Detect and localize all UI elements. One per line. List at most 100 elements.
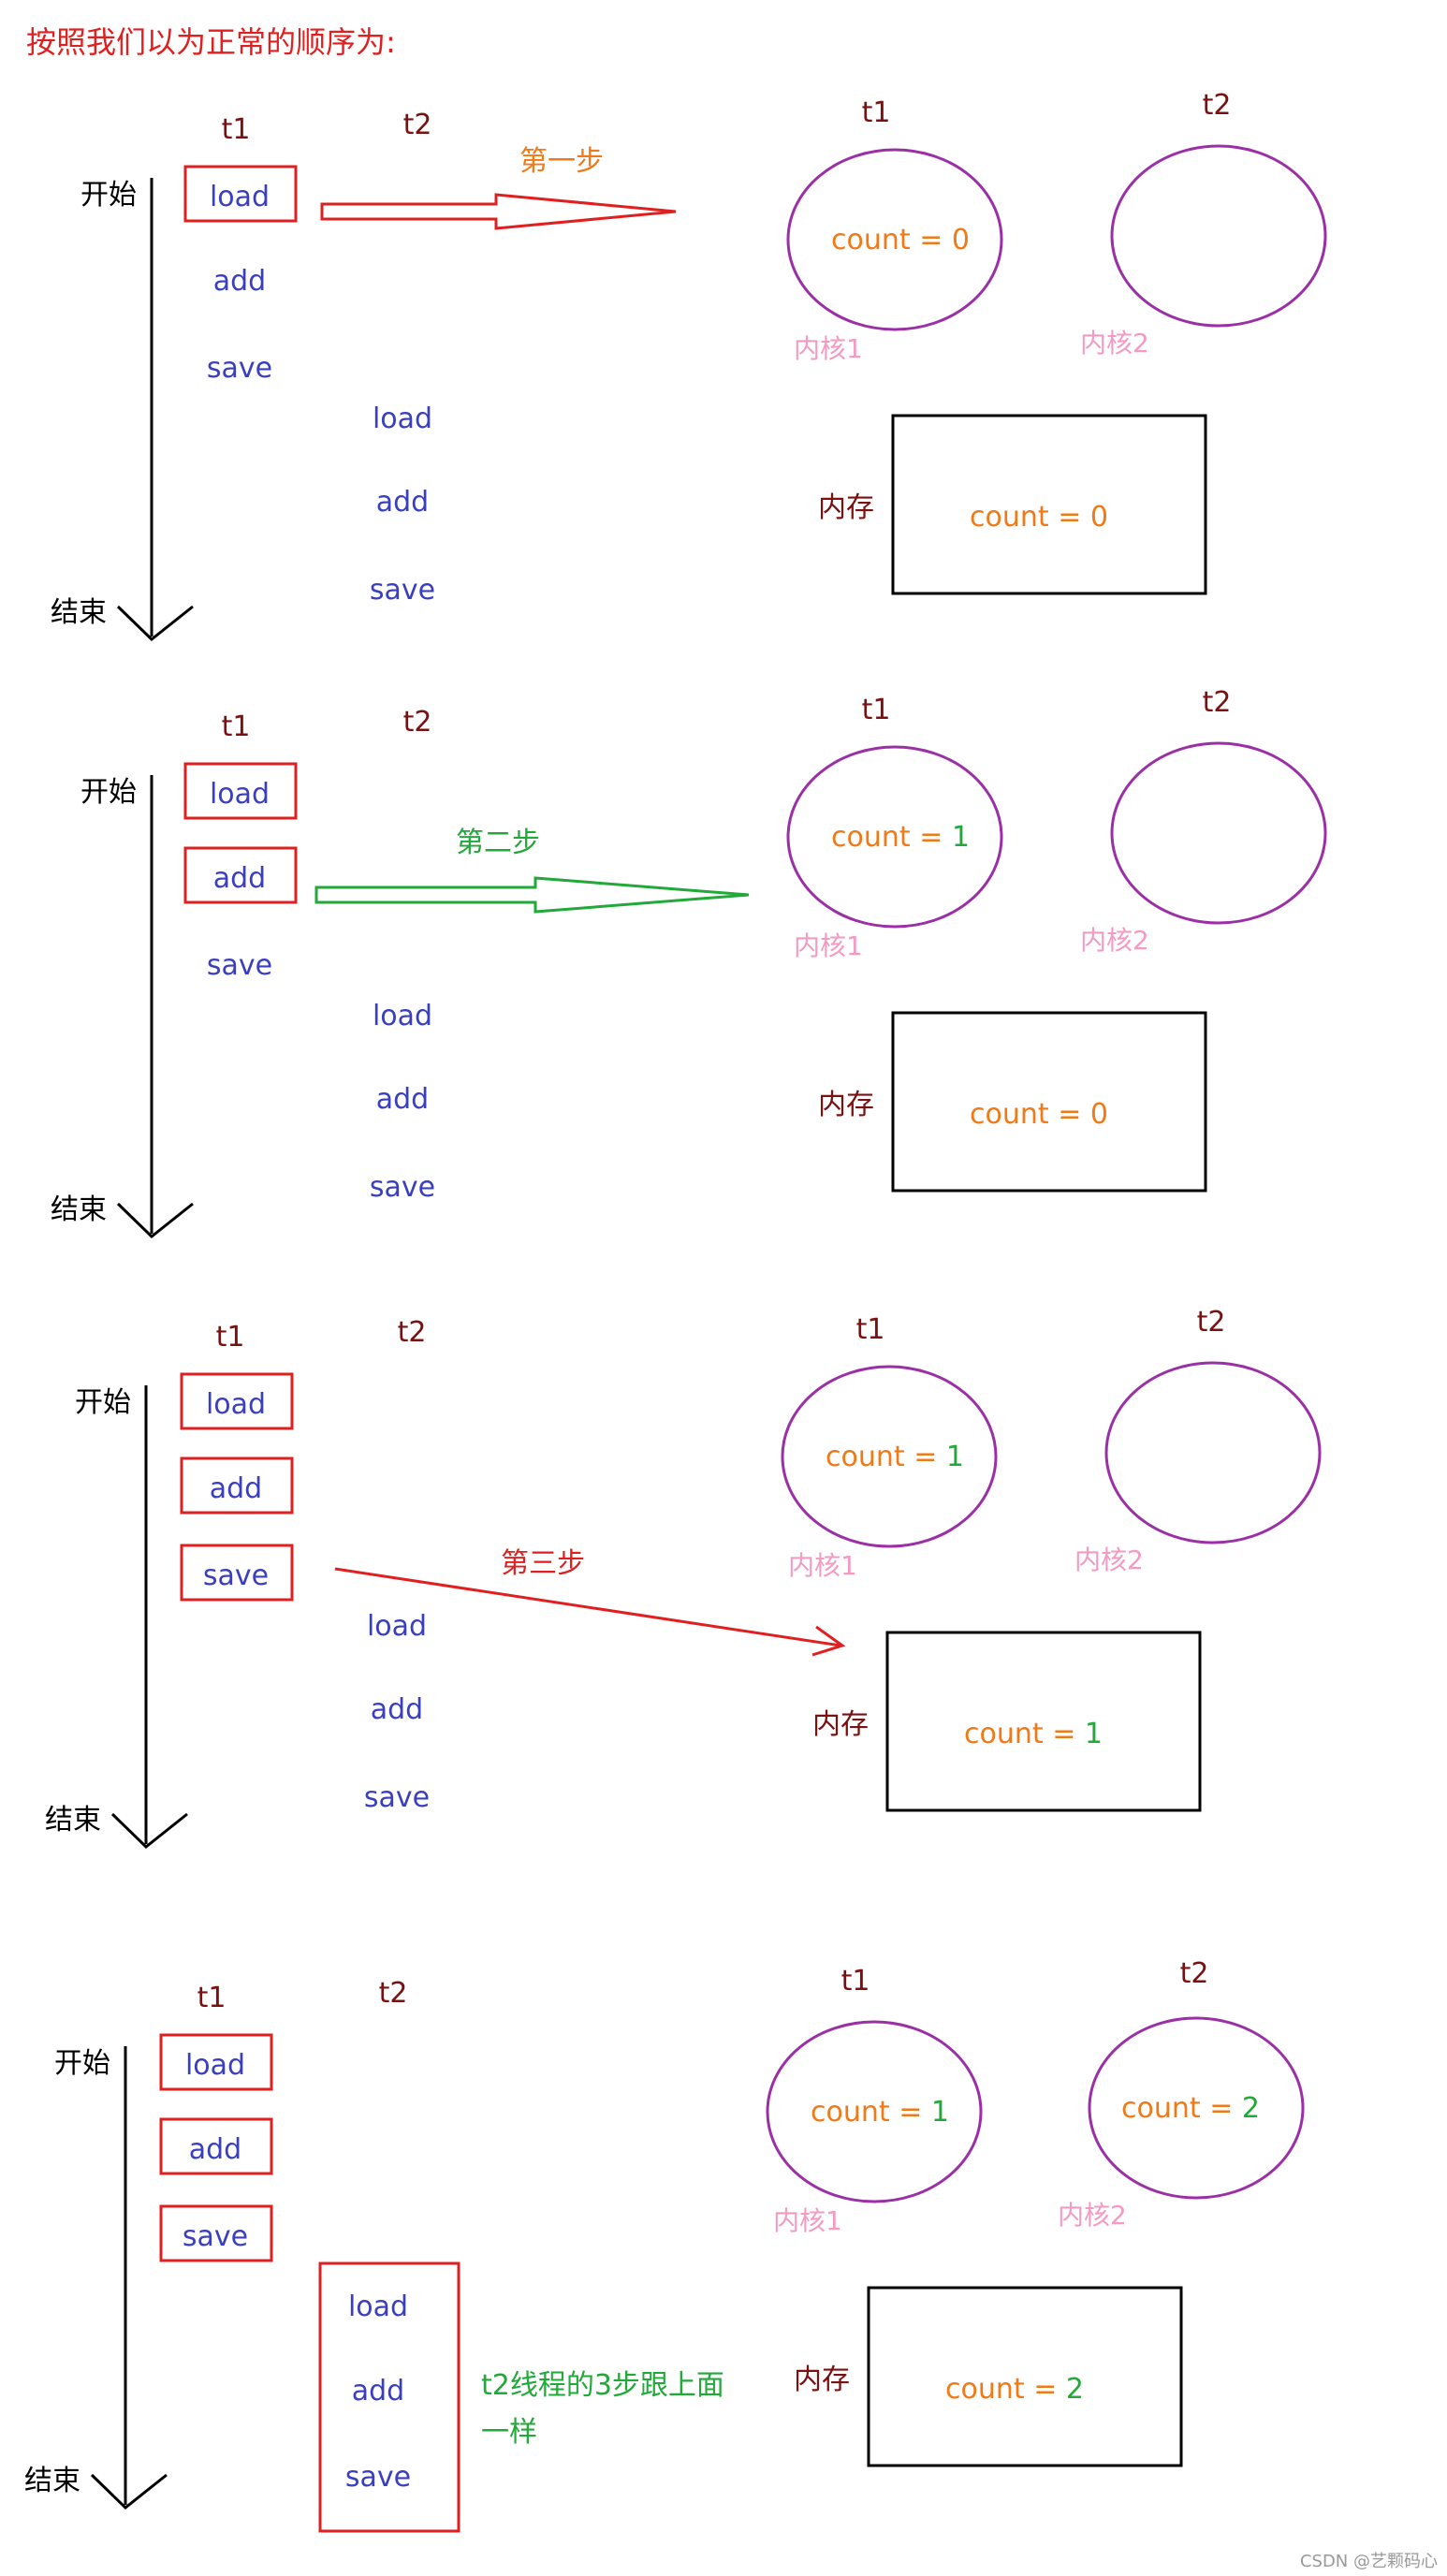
step-label: 第一步 [519,145,604,178]
t2-column-label: t2 [403,706,432,739]
t2-op-load: load [373,402,432,435]
t2-op-load: load [348,2291,408,2323]
t1-op-box-add [183,846,298,904]
t2-op-save: save [370,1171,435,1204]
core2-thread-label: t2 [1197,1306,1226,1339]
start-label: 开始 [75,1386,131,1419]
core2-circle [1110,144,1327,328]
end-label: 结束 [51,596,107,629]
memory-box [891,414,1207,595]
t2-op-add: add [371,1693,423,1726]
t1-op-save: save [203,1559,269,1592]
t1-op-add: add [210,1472,262,1505]
memory-box [885,1631,1202,1812]
step-arrowhead [811,1625,846,1657]
memory-box [891,1011,1207,1193]
memory-count: count = 0 [970,501,1108,534]
timeline-arrowhead [116,605,194,641]
t2-op-add: add [376,1083,429,1116]
core1-label: 内核1 [794,333,863,364]
t2-op-add: add [352,2375,404,2408]
t1-op-box-save [159,2204,273,2262]
note-line-1: t2线程的3步跟上面 [481,2369,724,2402]
t1-op-box-load [159,2033,273,2091]
core1-label: 内核1 [773,2205,842,2236]
core1-thread-label: t1 [862,96,891,129]
t1-op-box-add [159,2117,273,2175]
t2-op-load: load [367,1610,427,1643]
end-label: 结束 [45,1804,101,1837]
t1-column-label: t1 [222,113,251,146]
core2-label: 内核2 [1080,925,1149,956]
core2-circle [1104,1361,1322,1544]
core2-thread-label: t2 [1203,686,1232,719]
t1-op-box-save [180,1544,294,1602]
timeline-arrowhead [110,1812,188,1849]
t1-column-label: t1 [222,710,251,743]
memory-label: 内存 [818,491,874,524]
step-label: 第三步 [501,1547,585,1580]
timeline-arrowhead [116,1202,194,1238]
memory-count: count = 1 [964,1718,1103,1750]
core2-label: 内核2 [1080,328,1149,359]
t1-column-label: t1 [216,1321,245,1354]
core1-thread-label: t1 [841,1965,870,1998]
core2-circle [1088,2016,1305,2200]
t2-op-save: save [364,1781,430,1814]
end-label: 结束 [51,1193,107,1226]
core2-count: count = 2 [1121,2092,1260,2125]
step-arrow [320,193,677,230]
core2-circle [1110,741,1327,925]
t2-ops-box [318,2261,460,2533]
start-label: 开始 [80,776,137,809]
start-label: 开始 [54,2047,110,2080]
diagram-title: 按照我们以为正常的顺序为: [26,24,396,60]
t1-column-label: t1 [197,1982,227,2014]
start-label: 开始 [80,179,137,212]
t1-op-load: load [210,181,270,213]
core2-label: 内核2 [1058,2200,1127,2231]
t2-op-load: load [373,1000,432,1032]
core2-label: 内核2 [1074,1544,1144,1575]
t1-op-add: add [213,265,266,298]
core1-thread-label: t1 [856,1313,885,1346]
t2-op-save: save [345,2461,411,2494]
core2-thread-label: t2 [1180,1957,1209,1990]
memory-count: count = 0 [970,1098,1108,1131]
t1-op-box-load [183,762,298,820]
t1-op-add: add [189,2133,241,2166]
memory-label: 内存 [794,2364,850,2396]
end-label: 结束 [24,2465,80,2497]
t1-op-box-load [180,1372,294,1430]
core1-label: 内核1 [788,1550,857,1581]
core2-thread-label: t2 [1203,89,1232,122]
core1-circle [786,745,1003,929]
core1-thread-label: t1 [862,694,891,726]
memory-box [867,2286,1183,2467]
core1-circle [781,1365,998,1548]
t1-op-save: save [207,949,272,982]
t1-op-box-load [183,165,298,223]
memory-label: 内存 [812,1708,869,1741]
t1-op-add: add [213,862,266,895]
step-label: 第二步 [456,827,540,859]
core1-circle [786,148,1003,331]
core1-count: count = 0 [831,224,970,256]
t1-op-load: load [185,2049,245,2082]
footer-credit: CSDN @艺颗码心 [1300,2552,1438,2571]
t2-op-add: add [376,486,429,519]
t1-op-load: load [210,778,270,811]
t1-op-save: save [183,2220,248,2253]
timeline-arrowhead [90,2473,168,2510]
t2-column-label: t2 [403,109,432,141]
core1-circle [766,2020,983,2203]
memory-label: 内存 [818,1089,874,1121]
t1-op-box-add [180,1456,294,1515]
t2-column-label: t2 [398,1316,427,1349]
memory-count: count = 2 [945,2373,1084,2406]
t2-op-save: save [370,574,435,607]
